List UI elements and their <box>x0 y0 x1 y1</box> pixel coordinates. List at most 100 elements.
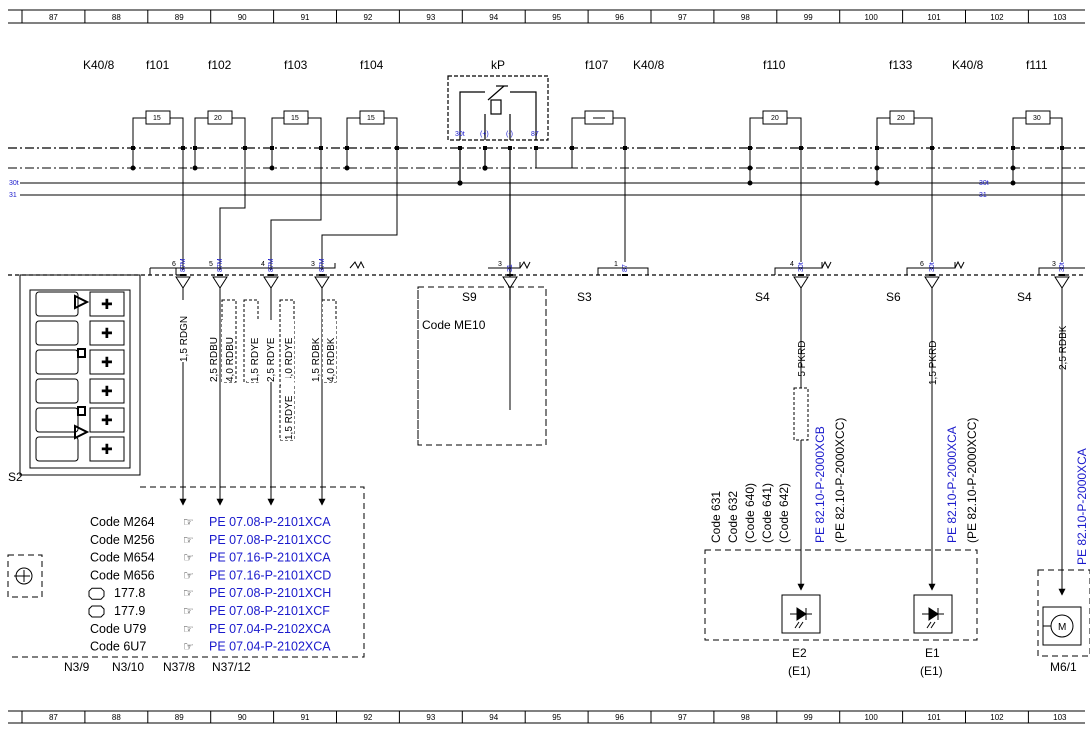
fuse-f111 <box>1010 110 1063 186</box>
connector-pin-label-s6: 30t <box>929 262 936 272</box>
wire-label-bg <box>323 320 336 382</box>
code-table-ref[interactable]: PE 07.16-P-2101XCA <box>209 551 331 565</box>
fuse-f133 <box>874 110 933 186</box>
fuse-f101 <box>130 110 184 171</box>
connector-pin-label-c3: 87M <box>268 258 275 272</box>
fuse-terminal <box>395 146 399 150</box>
ruler-cell: 91 <box>301 13 310 22</box>
ruler-cell: 102 <box>990 13 1004 22</box>
code-table-code: Code 6U7 <box>90 640 146 654</box>
s2-cell-left <box>35 349 79 375</box>
s2-triangle-icon <box>74 294 90 310</box>
s2-cell-left <box>35 320 79 346</box>
code-table-frame <box>7 486 365 658</box>
code-table-ref[interactable]: PE 07.08-P-2101XCH <box>209 586 331 600</box>
ruler-cell: 98 <box>741 13 750 22</box>
connector-pin-label-c2: 87M <box>217 258 224 272</box>
label-f107: f107 <box>585 58 609 72</box>
code-table-ref[interactable]: PE 07.08-P-2101XCA <box>209 515 331 529</box>
relay-pin-87: 87 <box>531 131 539 138</box>
wire-label-bg <box>263 320 276 382</box>
s2-pin-cells: ✚✚✚✚✚✚ <box>35 291 125 462</box>
code-table-ref[interactable]: PE 07.16-P-2101XCD <box>209 568 331 582</box>
label-f101: f101 <box>146 58 170 72</box>
fuse-f102-rating: 20 <box>214 115 222 122</box>
fuse-terminal <box>570 146 574 150</box>
connector-s9-label: S9 <box>462 290 477 304</box>
wire-label-w2a: 2,5 RDBU <box>209 337 220 382</box>
motor-m6-1-icon <box>1042 606 1082 646</box>
e2-code: (Code 641) <box>760 483 774 543</box>
s9-pin-number: 3 <box>498 261 502 268</box>
ruler-cell: 98 <box>741 713 750 722</box>
code-table-ref[interactable]: PE 07.08-P-2101XCC <box>209 533 331 547</box>
connector-s4-label: S4 <box>755 290 770 304</box>
ruler-cell: 99 <box>804 13 813 22</box>
connector-s4b <box>1038 267 1085 596</box>
s2-cell-right <box>89 320 125 346</box>
output-m6-1: M6/1 <box>1050 660 1077 674</box>
fuse-terminal <box>270 146 274 150</box>
wire-label-w4a: 1,5 RDBK <box>311 337 322 382</box>
pin-number-4: 4 <box>261 261 265 268</box>
output-e1: E1 <box>925 646 940 660</box>
s2-cell-right <box>89 436 125 462</box>
s2-cell-right <box>89 378 125 404</box>
relay-pin-plus: (+) <box>480 131 489 138</box>
ruler-cell: 99 <box>804 713 813 722</box>
wire-label-bg <box>176 300 189 362</box>
label-f102: f102 <box>208 58 232 72</box>
code-me10-label: Code ME10 <box>422 318 486 332</box>
s2-cell-left <box>35 291 79 317</box>
ruler-cell: 92 <box>363 13 372 22</box>
ruler-cell: 87 <box>49 713 58 722</box>
wire-label-w3a: 1,5 RDYE <box>250 337 261 382</box>
label-k40-8-right: K40/8 <box>952 58 984 72</box>
s2-cell-left <box>35 436 79 462</box>
relay-pin-minus: (-) <box>506 131 513 138</box>
s3-pin-number: 1 <box>614 261 618 268</box>
connector-s6-label: S6 <box>886 290 901 304</box>
motor-symbol: M <box>1058 622 1066 633</box>
fuse-terminal <box>483 146 487 150</box>
right-ref-cut: PE 82.10-P-2000XCA <box>1075 448 1089 565</box>
connector-pin-label-s4: 30t <box>798 262 805 272</box>
fuse-terminal <box>243 146 247 150</box>
fuse-terminal <box>799 146 803 150</box>
s2-latch-icon <box>77 348 86 358</box>
wire-label-w3d: 1,5 RDYE <box>284 395 295 440</box>
code-table-code: Code M256 <box>90 533 155 547</box>
ruler-cell: 90 <box>238 13 247 22</box>
ruler-cell: 87 <box>49 13 58 22</box>
s6-pin-number: 6 <box>920 261 924 268</box>
connector-s3 <box>597 267 649 275</box>
code-table-ref[interactable]: PE 07.04-P-2102XCA <box>209 622 331 636</box>
ruler-cell: 89 <box>175 713 184 722</box>
pointing-hand-icon: ☞ <box>183 604 194 618</box>
engine-icon <box>88 587 105 600</box>
pin-number-6: 6 <box>172 261 176 268</box>
ruler-cell: 97 <box>678 13 687 22</box>
ruler-cell: 96 <box>615 713 624 722</box>
s2-plus-icon: ✚ <box>101 383 113 399</box>
ruler-cell: 90 <box>238 713 247 722</box>
connector-pin-label-s4b: 30t <box>1059 262 1066 272</box>
fuse-f104-rating: 15 <box>367 115 375 122</box>
fuse-terminal <box>930 146 934 150</box>
label-f110: f110 <box>763 58 786 72</box>
code-table-ref[interactable]: PE 07.04-P-2102XCA <box>209 640 331 654</box>
wire-label-w_pkrd1: 1,5 PKRD <box>797 341 808 385</box>
wire-label-w_pkrd2: 1,5 PKRD <box>928 341 939 385</box>
ruler-cell: 103 <box>1053 713 1067 722</box>
e2-code: Code 631 <box>709 491 723 543</box>
bus-31-right-label: 31 <box>979 192 987 199</box>
output-e2: E2 <box>792 646 807 660</box>
pointing-hand-icon: ☞ <box>183 515 194 529</box>
fuse-f110 <box>747 110 802 186</box>
e2-ref-alt: (PE 82.10-P-2000XCC) <box>833 418 847 543</box>
e2-ref-main: PE 82.10-P-2000XCB <box>813 426 827 543</box>
s2-cell-right <box>89 349 125 375</box>
code-table-ref[interactable]: PE 07.08-P-2101XCF <box>209 604 330 618</box>
s2-cell-right <box>89 291 125 317</box>
fuse-outputs-routing <box>182 148 1063 270</box>
